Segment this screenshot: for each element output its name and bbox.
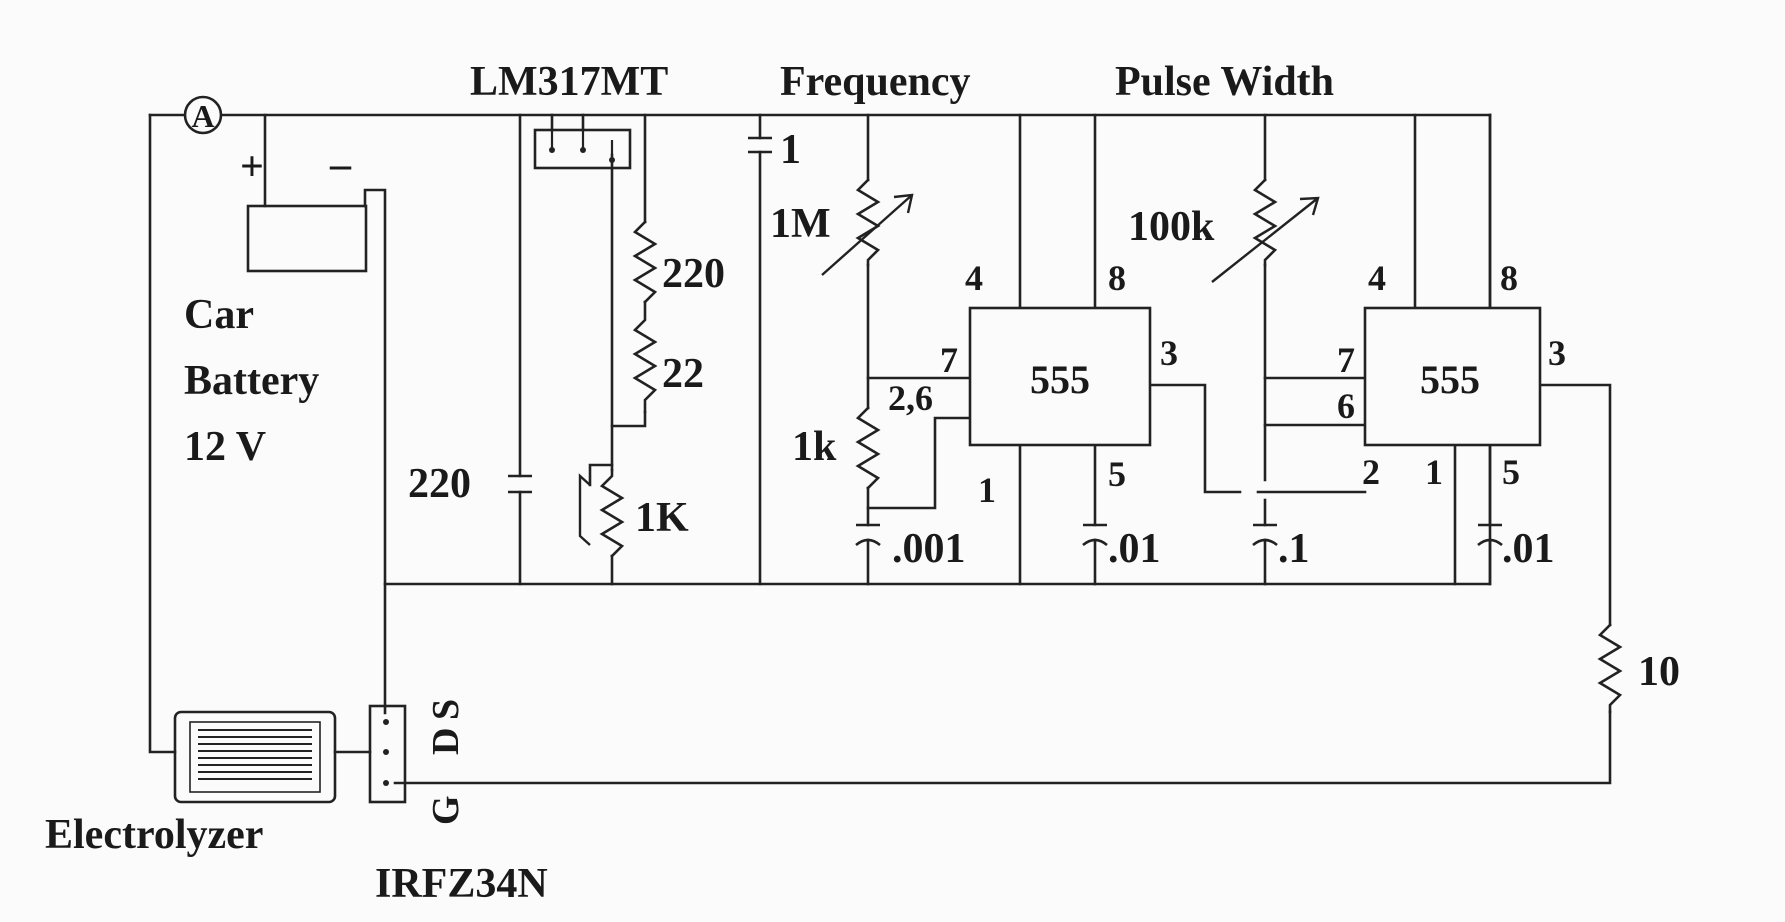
resistor-22	[632, 300, 658, 414]
ic1-pin-7: 7	[940, 340, 958, 380]
pot-1k-label: 1K	[635, 495, 689, 541]
resistor-22-label: 22	[662, 351, 704, 397]
cap-1-label: 1	[780, 127, 801, 173]
ic1-label: 555	[1030, 357, 1090, 402]
pot-1m-label: 1M	[770, 201, 831, 247]
resistor-10	[1597, 623, 1623, 714]
pulse-width-title: Pulse Width	[1115, 59, 1334, 105]
mosfet: D S G IRFZ34N	[368, 699, 548, 907]
pot-100k	[1252, 178, 1278, 267]
pot-1m	[855, 178, 881, 267]
resistor-220	[632, 220, 658, 304]
battery-minus: –	[329, 142, 352, 188]
ammeter: A	[183, 95, 223, 135]
ic1-pin-8: 8	[1108, 258, 1126, 298]
timer-ic1: 555	[968, 306, 1152, 447]
ground-rail	[383, 113, 1492, 586]
ic1-pin-5: 5	[1108, 454, 1126, 494]
ic2-pin-7: 7	[1337, 340, 1355, 380]
ic1-pin-26: 2,6	[888, 378, 933, 418]
battery: + – Car Battery 12 V	[184, 142, 368, 470]
resistor-10-label: 10	[1638, 649, 1680, 695]
cap-01b-label: .01	[1502, 526, 1555, 572]
mosfet-s: S	[425, 699, 467, 720]
battery-label-1: Car	[184, 292, 254, 338]
pot-100k-label: 100k	[1128, 204, 1215, 250]
ic1-pin-3: 3	[1160, 333, 1178, 373]
ic1-pin-1: 1	[978, 470, 996, 510]
pin26-loop	[866, 416, 972, 510]
timer-ic2: 555	[1363, 306, 1542, 447]
ic2-pin-5: 5	[1502, 452, 1520, 492]
electrolyzer: Electrolyzer	[45, 710, 337, 858]
ic2-pin-6: 6	[1337, 386, 1355, 426]
mosfet-label: IRFZ34N	[375, 861, 548, 907]
frequency-title: Frequency	[780, 59, 971, 105]
r22-bottom	[610, 410, 647, 428]
ic2-pin-3: 3	[1548, 333, 1566, 373]
battery-minus-lead	[363, 188, 387, 715]
ic2-out	[1538, 383, 1612, 627]
ic2-pin-1: 1	[1425, 452, 1443, 492]
capacitors	[508, 136, 1503, 547]
ic2-pin-4: 4	[1368, 258, 1386, 298]
pot-1k	[599, 468, 625, 558]
mosfet-d: D	[425, 728, 467, 755]
regulator: LM317MT	[470, 59, 668, 170]
ic2-pin-8: 8	[1500, 258, 1518, 298]
ic1-out-to-ic2-trig	[1148, 383, 1242, 494]
pin-labels: 4 8 7 2,6 3 1 5 4 8 7 6 2 1 3 5	[888, 258, 1566, 510]
battery-plus: +	[240, 144, 264, 190]
battery-label-3: 12 V	[184, 424, 266, 470]
resistor-1k	[855, 406, 881, 490]
electrolyzer-label: Electrolyzer	[45, 812, 263, 858]
cap-01a-label: .01	[1108, 526, 1161, 572]
resistor-1k-label: 1k	[792, 424, 837, 470]
mosfet-g: G	[425, 795, 467, 825]
gate-wire	[393, 710, 1612, 785]
resistor-220-label: 220	[662, 251, 725, 297]
left-wire	[148, 113, 177, 754]
ic2-label: 555	[1420, 357, 1480, 402]
pot1k-wiper	[588, 463, 614, 487]
regulator-label: LM317MT	[470, 59, 668, 105]
cap-001-label: .001	[892, 526, 966, 572]
ammeter-label: A	[191, 98, 214, 134]
cap-1uf-label: .1	[1278, 526, 1310, 572]
pot-arrows	[578, 193, 1320, 546]
wires	[148, 113, 1612, 785]
cap-220-label: 220	[408, 461, 471, 507]
battery-label-2: Battery	[184, 358, 319, 404]
ic1-pin-4: 4	[965, 258, 983, 298]
ic2-pin-2: 2	[1362, 452, 1380, 492]
